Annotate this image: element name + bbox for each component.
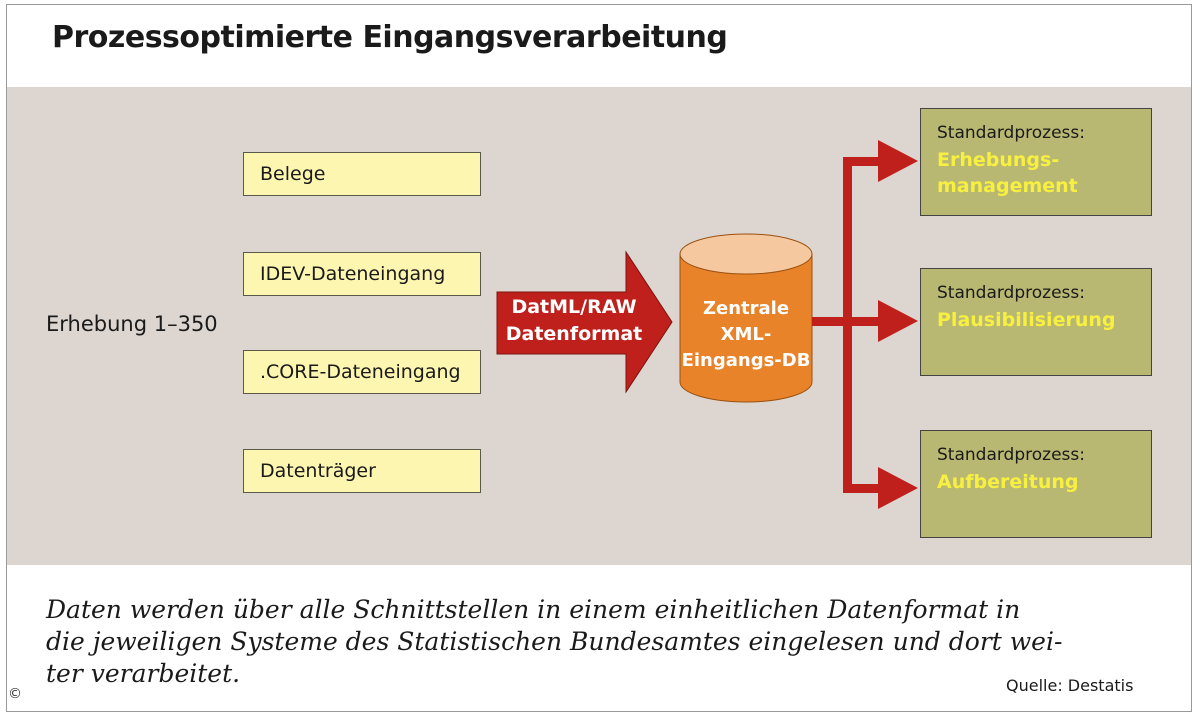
process-box-erhebungsmanagement: Standardprozess: Erhebungs- management	[920, 108, 1152, 216]
process-name-line-2: management	[937, 175, 1078, 197]
conversion-line-1: DatML/RAW	[511, 296, 637, 318]
database-label: Zentrale XML- Eingangs-DB	[680, 296, 812, 374]
database-line-2: XML-	[720, 324, 772, 345]
caption-line-2: die jeweiligen Systeme des Statistischen…	[46, 627, 1063, 656]
source-box-core: .CORE-Dateneingang	[243, 350, 481, 394]
process-name-line-1: Erhebungs-	[937, 149, 1060, 171]
process-box-aufbereitung: Standardprozess: Aufbereitung	[920, 430, 1152, 538]
diagram-title: Prozessoptimierte Eingangsverarbeitung	[52, 20, 728, 55]
process-box-plausibilisierung: Standardprozess: Plausibilisierung	[920, 268, 1152, 376]
copyright-icon: ©	[8, 686, 22, 702]
database-line-3: Eingangs-DB	[681, 350, 811, 371]
process-name-line-1: Aufbereitung	[937, 471, 1079, 493]
database-cylinder-icon	[679, 233, 813, 403]
process-heading: Standardprozess:	[937, 445, 1085, 465]
conversion-label: DatML/RAW Datenformat	[500, 294, 648, 348]
source-note: Quelle: Destatis	[1006, 676, 1134, 695]
conversion-line-2: Datenformat	[505, 323, 643, 345]
source-box-idev: IDEV-Dateneingang	[243, 252, 481, 296]
source-box-datentraeger: Datenträger	[243, 449, 481, 493]
process-name-line-1: Plausibilisierung	[937, 309, 1116, 331]
process-heading: Standardprozess:	[937, 283, 1085, 303]
caption-line-3: ter verarbeitet.	[46, 659, 241, 688]
caption-line-1: Daten werden über alle Schnittstellen in…	[46, 595, 1021, 624]
database-line-1: Zentrale	[702, 298, 790, 319]
survey-label: Erhebung 1–350	[46, 312, 218, 336]
conversion-arrow	[496, 250, 673, 394]
figure-caption: Daten werden über alle Schnittstellen in…	[46, 594, 1146, 690]
source-box-belege: Belege	[243, 152, 481, 196]
distribution-arrows	[812, 140, 918, 509]
process-heading: Standardprozess:	[937, 123, 1085, 143]
